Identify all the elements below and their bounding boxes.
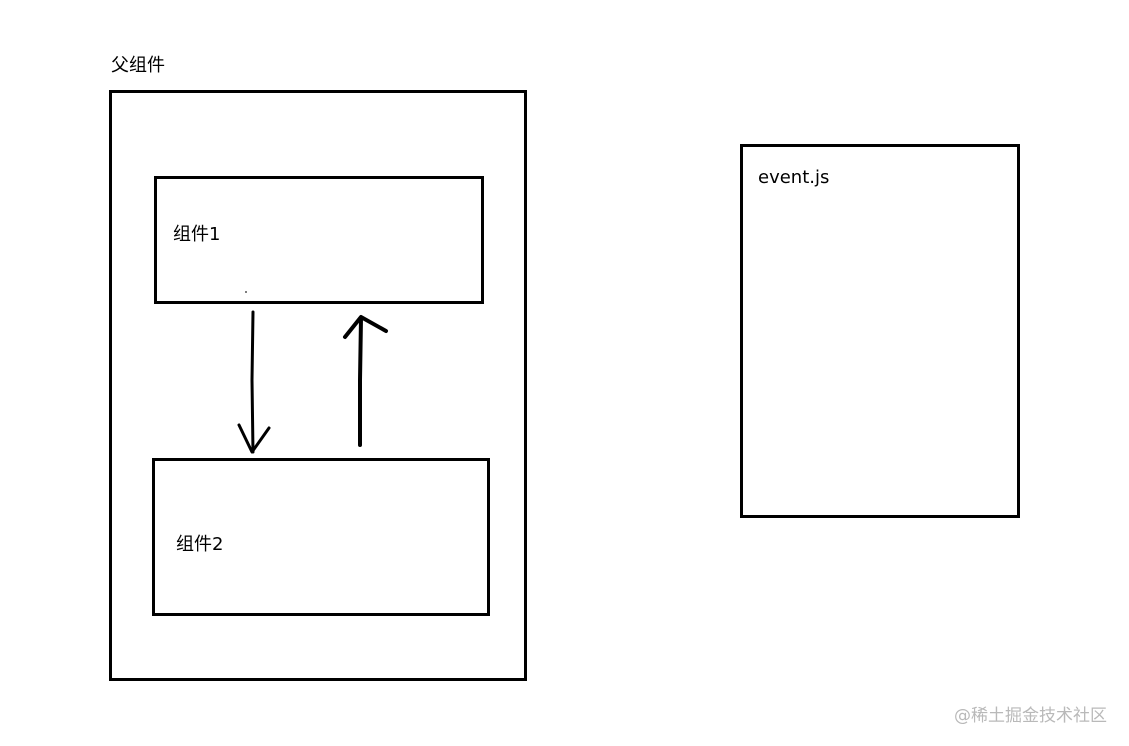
parent-component-label: 父组件 bbox=[111, 55, 165, 76]
watermark-text: @稀土掘金技术社区 bbox=[954, 706, 1107, 726]
component-2-box bbox=[152, 458, 490, 616]
component-2-label: 组件2 bbox=[176, 534, 224, 555]
component-1-label: 组件1 bbox=[173, 224, 221, 245]
arrow-up bbox=[343, 315, 388, 447]
arrow-up-head bbox=[343, 315, 388, 339]
stray-dot bbox=[245, 291, 247, 293]
event-js-label: event.js bbox=[758, 167, 830, 188]
arrow-down bbox=[237, 310, 271, 454]
component-1-box bbox=[154, 176, 484, 304]
arrow-down-head bbox=[237, 423, 271, 454]
arrow-down-shaft bbox=[250, 310, 255, 454]
arrow-up-shaft bbox=[358, 316, 363, 447]
parent-component-box bbox=[109, 90, 527, 681]
event-js-box bbox=[740, 144, 1020, 518]
